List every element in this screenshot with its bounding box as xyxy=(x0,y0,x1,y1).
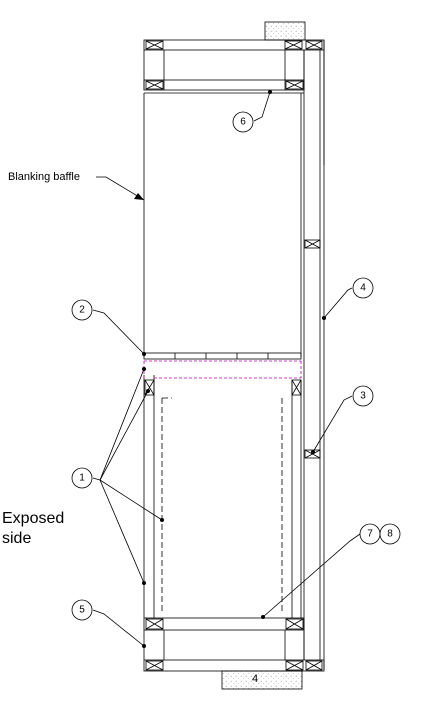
callout-2-number: 2 xyxy=(79,305,85,316)
callout-5: 5 xyxy=(71,599,93,621)
callout-7: 7 xyxy=(359,523,381,545)
callout-8-number: 8 xyxy=(387,529,393,540)
frame xyxy=(143,39,325,672)
callout-6: 6 xyxy=(232,111,254,133)
top-concrete-block xyxy=(264,21,306,41)
leader-lines xyxy=(92,91,361,647)
magenta-dashed-outline xyxy=(143,360,302,379)
callout-2: 2 xyxy=(71,299,93,321)
bottom-concrete-block: 4 xyxy=(221,670,303,690)
exposed-side-label-line2: side xyxy=(2,530,31,547)
blanking-baffle-label: Blanking baffle xyxy=(8,171,80,183)
dashed-insert xyxy=(161,397,283,612)
callout-7-number: 7 xyxy=(367,529,373,540)
callout-3-number: 3 xyxy=(360,391,366,402)
callout-3: 3 xyxy=(352,385,374,407)
callout-6-number: 6 xyxy=(240,117,246,128)
exposed-side-label-line1: Exposed xyxy=(2,510,64,527)
callout-1-number: 1 xyxy=(79,473,85,484)
callout-8: 8 xyxy=(379,523,401,545)
callout-4: 4 xyxy=(352,277,374,299)
leader-dots xyxy=(134,90,326,648)
callout-1: 1 xyxy=(71,467,93,489)
callout-4-number: 4 xyxy=(360,283,366,294)
cross-blocks xyxy=(144,40,323,671)
damper-blades xyxy=(143,352,302,360)
callout-5-number: 5 xyxy=(79,605,85,616)
bottom-block-label: 4 xyxy=(252,673,258,685)
